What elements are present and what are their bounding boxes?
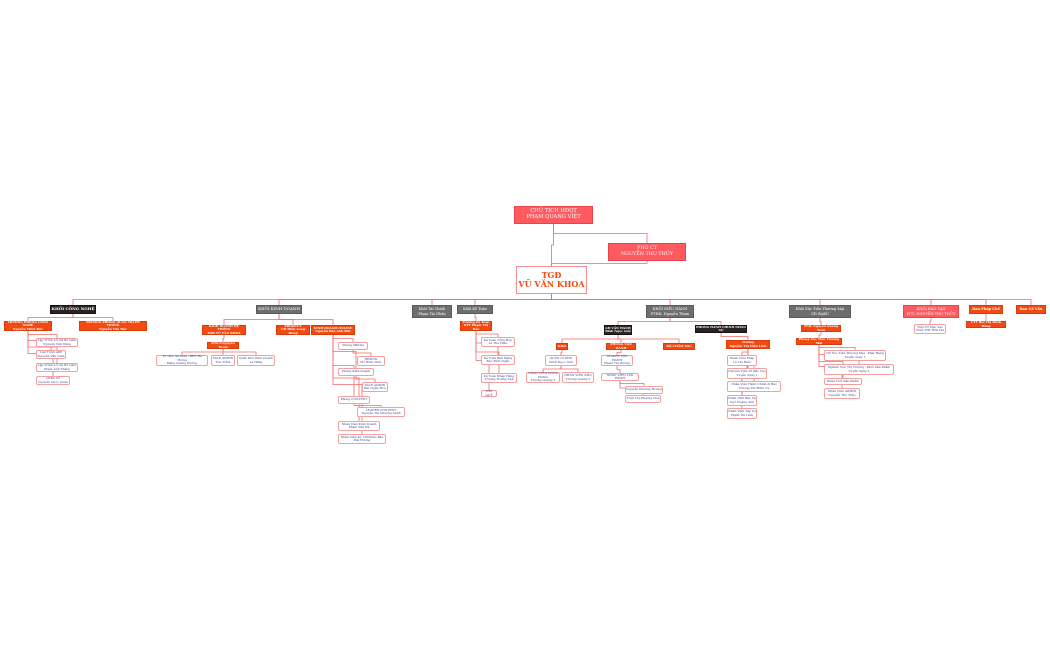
node-t5d: PHÒNG VẬN HÀNH (606, 342, 636, 350)
connector-b5-t5b (669, 318, 722, 325)
node-l6a: NV Xúc Tiến Thương Mại - Phát Hàng Tuyển… (824, 350, 886, 361)
connector-t5d-l5b (616, 350, 622, 355)
node-gd: TGĐ VŨ VĂN KHOA (516, 266, 587, 294)
node-l4c: Kế Toán Nhập Hàng Trương Hoàng Anh (481, 373, 517, 383)
node-l1c: Lập Trình Lỗi Sẽ Bổ Gầm Phạm Anh Thắng (36, 363, 78, 372)
connector-b6-t6a (819, 318, 822, 325)
node-l5d: NHÂN VIÊN KHO Trương Quang 2 (562, 372, 594, 383)
node-l1a: Lập Trình Lỗi Sẽ Bổ Gầm Nguyễn Văn Dũng (36, 338, 78, 347)
node-l6c: Phân Tích Sản Phẩm (824, 378, 862, 385)
node-l2i: LEADER CONTENT Nguyễn Thị Phương Xanh (357, 407, 405, 417)
node-vice: PHÓ CT NGUYỄN THU THỦY (608, 243, 686, 261)
node-b6: Khối Xúc Tiến Thương Mại GĐ RABU (789, 305, 851, 318)
node-b3: Khối Tài Chính Phạm Tài Nhân (412, 305, 452, 318)
node-l2c: Quản Khu Kinh Doanh Lê Hằng (237, 355, 275, 366)
node-t2a1: KTK3:Nguyễn Thơm (207, 341, 239, 349)
node-b7: KHỐI ĐÀO TẠO PCT: NGUYỄN THU THỦY (903, 305, 959, 318)
connector-ceo-vice (553, 224, 648, 243)
node-l5i: Chuyên Viên Tổ Bảo Cao Tuyển dụng 1 (727, 368, 767, 379)
node-ceo: CHỦ TỊCH HĐQT PHẠM QUANG VIỆT (514, 206, 593, 224)
connector-ceo-gd (551, 224, 554, 266)
node-t2c: KINH DOANH ONLINE Nguyễn Bảo Anh Đức (311, 325, 355, 335)
connector-l2f-l2g (355, 376, 376, 382)
node-l4a: Kế Toán Tổng Hợp Lê Thu Hiền (481, 337, 515, 347)
node-l4b: Kế Toán Bán Hàng Đào Bích Ngân (481, 355, 515, 365)
node-b2: KHỐI KINH DOANH (256, 305, 302, 314)
node-l2h: Phòng CONTENT (338, 396, 370, 404)
node-l2b: SALE ADMIN Thu Trâm (211, 355, 235, 366)
connector-gd-b4 (474, 294, 552, 305)
node-t2b: PRODUCT GĐ Đinh Long Hùng (276, 324, 310, 335)
node-b5: KHỐI ĐIỀU HÀNH PTĐK: Nguyễn Thơm (646, 305, 694, 318)
node-l5l: Nhân Viên Tạp Vụ Phạm Thị Linh (727, 408, 757, 419)
node-l5k: Nhân Viên Bảo Vệ Ngô Hoàng Anh (727, 395, 757, 406)
node-l2f: Phòng Kinh Doanh (338, 368, 374, 376)
node-t5a: GĐ VẬN HÀNH Đinh Ngọc Quế (604, 325, 632, 335)
node-l8a: CTT Bùi Thị Minh Hằng (966, 320, 1006, 328)
connector-t2c-l2f (332, 335, 357, 368)
connector-t2a-t2a1 (222, 335, 225, 342)
node-b8: Ban Pháp Chế (969, 305, 1003, 314)
node-l6d: Nhân Viên ADMIN Nguyễn Thu Thảo (824, 388, 860, 399)
node-t2a: KINH DOANH HỆ THỐNG TGĐ VŨ VĂN KHOA (202, 324, 246, 335)
node-l7a: Tiếp Cổ Mạc Sao NGỌ THỊ THU HÀ (914, 324, 946, 334)
node-l2d: Phòng MKOnl (338, 342, 368, 350)
node-l5f: Nguyễn Phương Hoàng (625, 386, 663, 394)
node-t5b: PHÒNG HÀNH CHÍNH NHÂN SỰ (695, 324, 747, 333)
node-l6b: Nghiên Cứu Thị Trường - Khối Sản Phẩm Tu… (824, 364, 894, 375)
connector-l5a-l5d (560, 366, 579, 372)
connector-b7-l7a (929, 318, 932, 324)
node-l2a: Tổ chức Sự Kiện - ĐBT Hệ Thống Đặng Quan… (156, 355, 208, 366)
node-b4: Khối Kế Toán (457, 305, 493, 314)
node-b1: KHỐI CÔNG NGHỆ (50, 305, 96, 314)
node-l4d: THỦ QUỸ (481, 389, 497, 397)
node-l2k: Nhân Viên Kỹ LT/Nhiều Ban Mai Hương (338, 434, 386, 444)
connector-t5a-t5e (617, 335, 680, 343)
node-t6a: TLĐ: Nguyễn Quang Toàn (801, 324, 841, 332)
node-l1d: Chăm Sổ Nguyễn Quốc Quân (36, 376, 70, 385)
connector-gd-b9 (551, 294, 1032, 305)
node-l5h: Nhân Viên Pháp Lê Thị Hiền (727, 355, 757, 366)
connector-t2a1-l2c (222, 349, 257, 355)
node-l5j: Nhân Viên Hành Chính & Bảo Trương Thị Mi… (727, 381, 781, 392)
node-l5g: Trần Thị Phương Hoa (625, 395, 661, 403)
connector-b2-t2c (278, 314, 334, 325)
connector-t1a-l1a (27, 331, 58, 338)
node-t5f: Trưởng Nguyễn Thị Diệu Linh (726, 340, 770, 349)
node-b9: Ban Cố Vấn (1016, 305, 1046, 314)
connector-t2c-l2d (332, 335, 354, 342)
node-t4a: Trưởng Kế Toán KTT Phạm Thị Hảo (460, 320, 492, 331)
node-l1b: Lập Trình APP Nguyễn Văn Nam (36, 350, 66, 359)
connector-vice-gd (551, 261, 648, 266)
connector-t6a-t6b (818, 332, 822, 338)
node-t6b: Phòng Xúc Tiến Thương Mại (796, 337, 842, 345)
node-l5a: QUẢN LÝ KHO Đinh Ngọc Anh (545, 355, 577, 366)
node-t5e: BỘ CHĂM SÓC (663, 343, 695, 350)
node-l5c: NHÂN VIÊN ĐÓNG HÀNG Trương Quang 1 (526, 371, 560, 383)
node-l5e: NHÂN VIÊN VẬN HÀNH (601, 373, 639, 381)
connector-b4-t4a (474, 314, 477, 321)
node-l2j: Nhân Viên Kinh Doanh Phạm Văn Hà (338, 421, 380, 431)
node-l5b: LEADER VẬN HÀNH Phạm Thị Dương (601, 355, 633, 366)
node-t1a: TRƯỞNG PHÒNG CÔNG NGHỆ Nguyễn Minh Đức (4, 320, 52, 331)
connector-l5b-l5e (616, 366, 621, 373)
connector-b1-t1b (72, 314, 114, 321)
node-l2e: DESIGN Hồ Đình Thủy (357, 356, 385, 366)
node-t5c: KHO (556, 343, 568, 350)
node-l2g: SALE ADMIN Bùi Ngân Hoa (362, 382, 388, 392)
connector-b5-t5a (617, 318, 671, 325)
connector-t5c-l5a (560, 350, 563, 355)
connector-t5b-t5f (720, 333, 749, 340)
node-t1b: TRƯỞNG PHÒNG QUẢN TRỊ HT THỐNG Nguyễn Vă… (79, 320, 147, 331)
connector-l2h-l2i (353, 404, 382, 407)
